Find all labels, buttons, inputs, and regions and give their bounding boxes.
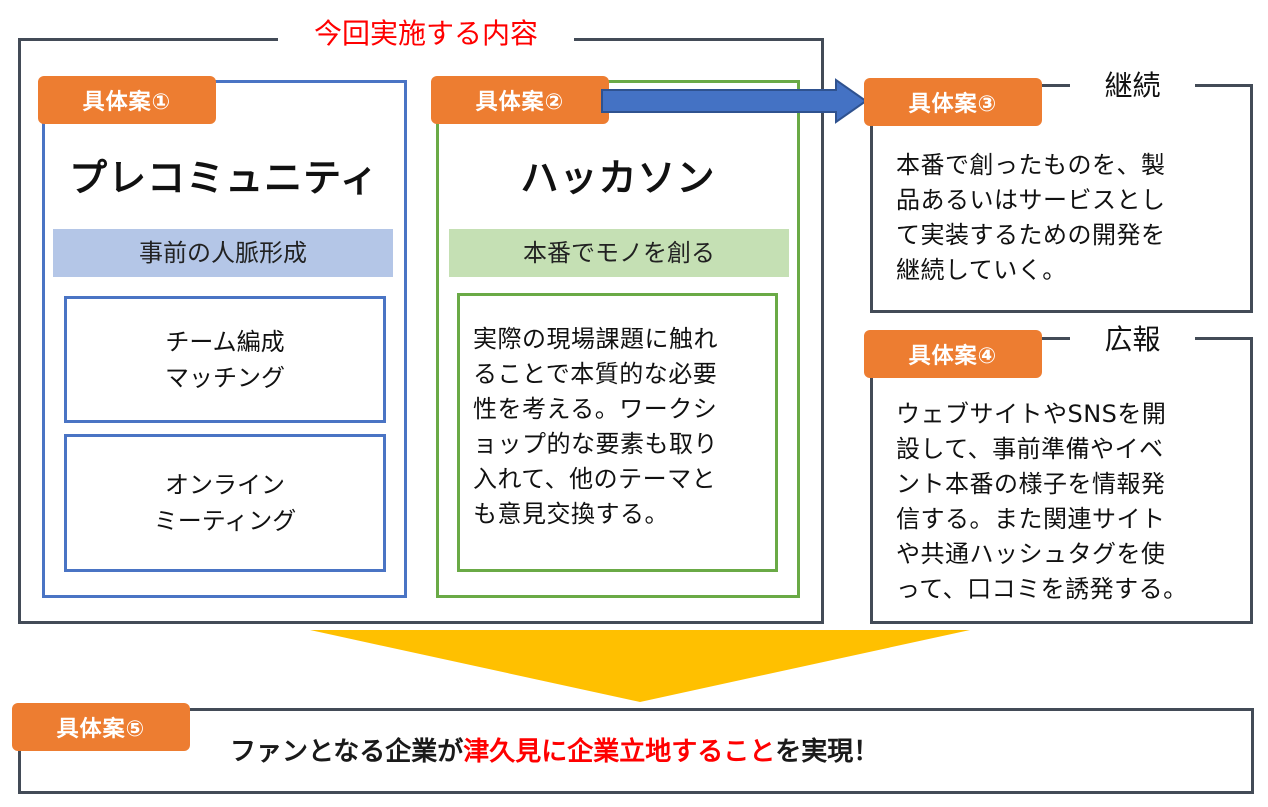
plan5-tag: 具体案⑤	[12, 703, 190, 751]
arrow-plan2-to-plan3	[601, 78, 868, 124]
plan1-item-online-meeting: オンライン ミーティング	[64, 434, 386, 572]
plan3-description: 本番で創ったものを、製 品あるいはサービスとし て実装するための開発を 継続して…	[896, 151, 1166, 284]
plan1-item-team-matching: チーム編成 マッチング	[64, 296, 386, 423]
plan5-goal-text: ファンとなる企業が津久見に企業立地することを実現！	[190, 724, 1268, 780]
plan5-text-before: ファンとなる企業が	[230, 737, 464, 767]
plan1-title: プレコミュニティ	[69, 156, 379, 200]
main-section-label: 今回実施する内容	[278, 14, 574, 54]
plan2-title: ハッカソン	[520, 156, 716, 200]
yellow-down-arrow	[310, 630, 970, 702]
plan5-text-highlight: 津久見に企業立地すること	[463, 737, 776, 767]
plan2-subtitle: 本番でモノを創る	[449, 229, 789, 277]
plan1-tag: 具体案①	[38, 76, 216, 124]
blue-arrow-shape	[601, 78, 868, 124]
plan3-tag: 具体案③	[864, 78, 1042, 126]
plan2-description: 実際の現場課題に触れ ることで本質的な必要 性を考える。ワークシ ョップ的な要素…	[473, 325, 718, 528]
plan1-item2-line2: ミーティング	[153, 507, 297, 535]
plan1-item1-line2: マッチング	[165, 363, 285, 392]
plan1-subtitle: 事前の人脈形成	[53, 229, 393, 277]
plan2-description-box	[457, 293, 778, 572]
plan2-tag: 具体案②	[431, 76, 609, 124]
plan4-description: ウェブサイトやSNSを開 設して、事前準備やイベ ント本番の様子を情報発 信する…	[896, 400, 1188, 603]
plan2-frame	[436, 80, 800, 598]
plan5-frame	[18, 708, 1254, 794]
plan1-item1-line1: チーム編成	[165, 327, 285, 356]
plan5-text-after: を実現！	[775, 737, 880, 767]
plan4-tag: 具体案④	[864, 330, 1042, 378]
plan4-label: 広報	[1070, 322, 1195, 358]
plan3-frame	[870, 84, 1253, 313]
yellow-arrow-shape	[310, 630, 970, 702]
plan3-label: 継続	[1070, 68, 1195, 104]
plan4-frame	[870, 337, 1253, 624]
plan1-item2-line1: オンライン	[165, 471, 285, 499]
plan1-frame	[42, 80, 407, 598]
